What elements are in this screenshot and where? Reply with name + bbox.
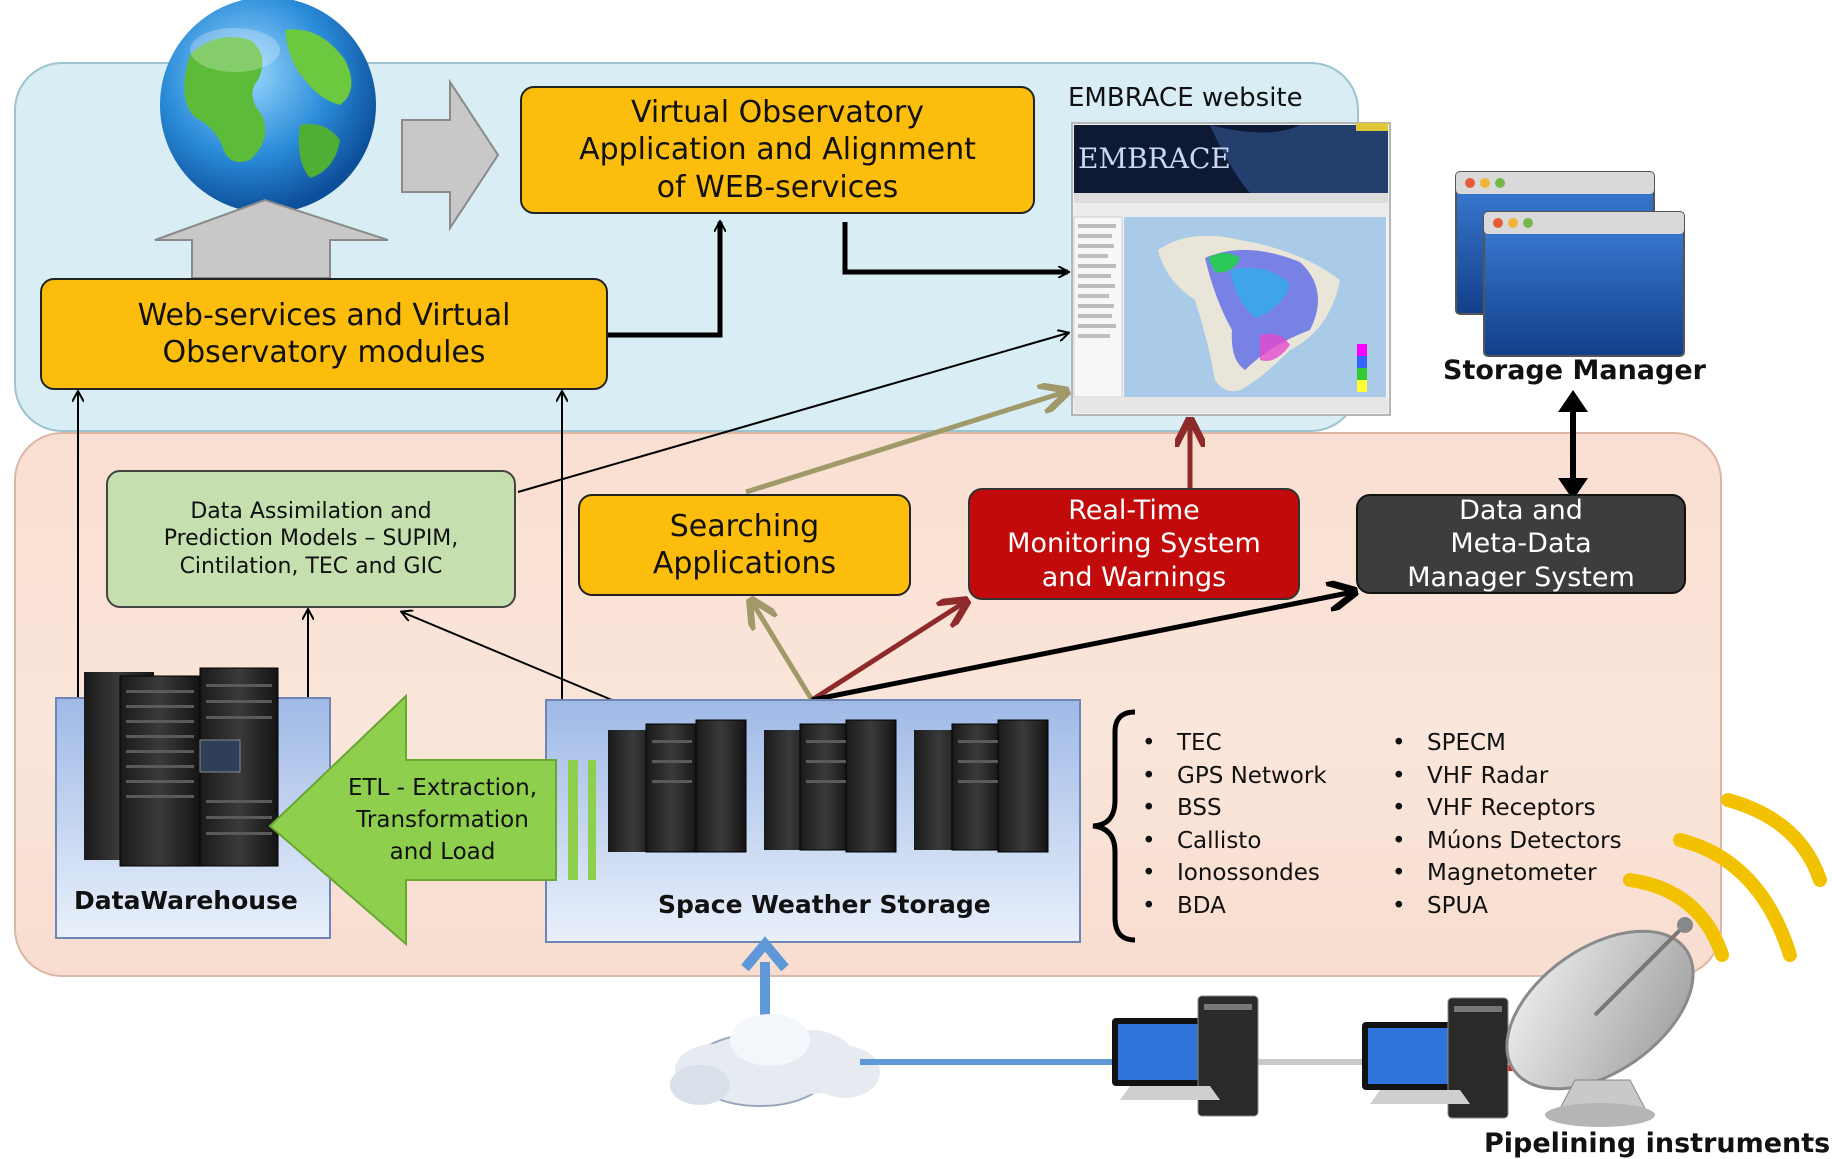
list-item: GPS Network [1142, 760, 1327, 793]
server-rack-icon [608, 719, 1049, 853]
instrument-list-2: SPECM VHF Radar VHF Receptors Múons Dete… [1392, 727, 1622, 922]
list-item: Magnetometer [1392, 857, 1622, 890]
list-item: Ionossondes [1142, 857, 1327, 890]
window-icon [1455, 171, 1685, 357]
etl-label: ETL - Extraction, Transformation and Loa… [347, 775, 538, 866]
list-item: SPECM [1392, 727, 1622, 760]
desktop-computer-icon [1362, 997, 1509, 1119]
etl-arrow [268, 693, 596, 947]
list-item: VHF Radar [1392, 760, 1622, 793]
instrument-list-1: TEC GPS Network BSS Callisto Ionossondes… [1142, 727, 1327, 922]
space-weather-storage-label: Space Weather Storage [658, 890, 991, 919]
pipelining-instruments-label: Pipelining instruments [1484, 1128, 1831, 1159]
searching-applications-box: Searching Applications [578, 494, 911, 596]
storage-manager-label: Storage Manager [1443, 355, 1706, 386]
list-item: TEC [1142, 727, 1327, 760]
list-item: VHF Receptors [1392, 792, 1622, 825]
real-time-monitoring-box: Real-Time Monitoring System and Warnings [968, 488, 1300, 600]
cloud-icon [670, 1014, 880, 1107]
virtual-observatory-box: Virtual Observatory Application and Alig… [520, 86, 1035, 214]
gray-up-arrow [154, 198, 389, 279]
globe-icon [160, 0, 376, 213]
gray-right-arrow [401, 78, 500, 232]
embrace-website-label: EMBRACE website [1068, 83, 1303, 113]
data-assimilation-box: Data Assimilation and Prediction Models … [106, 470, 516, 608]
web-services-box: Web-services and Virtual Observatory mod… [40, 278, 608, 390]
list-item: Múons Detectors [1392, 825, 1622, 858]
satellite-dish-icon [1505, 917, 1695, 1127]
datawarehouse-label: DataWarehouse [74, 886, 298, 915]
list-item: Callisto [1142, 825, 1327, 858]
embrace-website-screenshot: EMBRACE [1071, 122, 1391, 416]
data-meta-manager-box: Data and Meta-Data Manager System [1356, 494, 1686, 594]
desktop-computer-icon [1112, 995, 1259, 1117]
list-item: BSS [1142, 792, 1327, 825]
svg-text:EMBRACE: EMBRACE [1078, 142, 1231, 175]
list-item: SPUA [1392, 890, 1622, 923]
server-rack-icon [84, 667, 279, 867]
list-item: BDA [1142, 890, 1327, 923]
signal-waves-icon [1623, 793, 1827, 962]
brace [1092, 709, 1136, 943]
